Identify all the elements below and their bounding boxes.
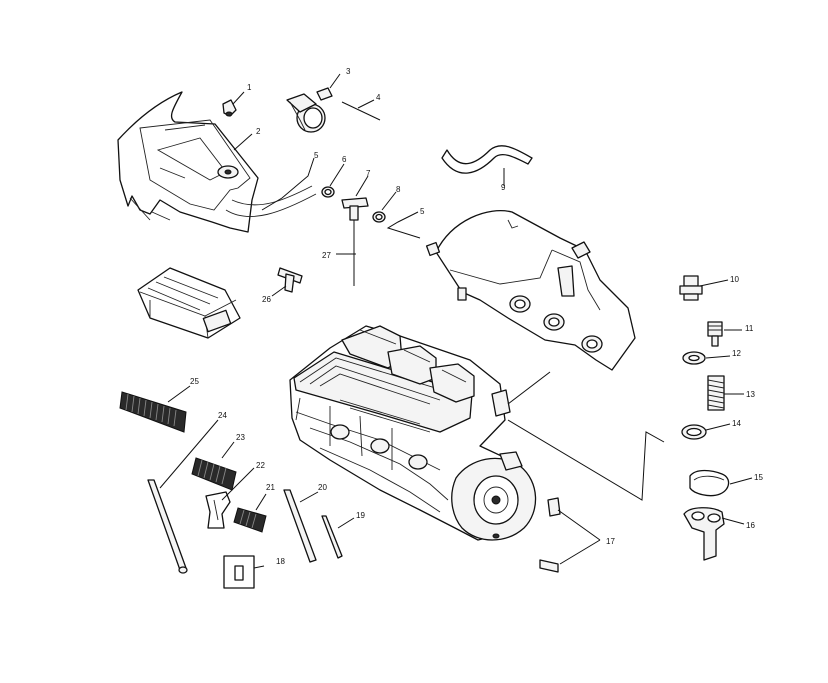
callout-8: 8 (396, 185, 401, 194)
leader-lines (159, 73, 753, 569)
part-14-o-ring (681, 424, 707, 440)
callout-9: 9 (501, 183, 506, 192)
part-15-gasket (689, 469, 730, 497)
callout-5b: 5 (420, 207, 425, 216)
electrical-box (137, 267, 241, 339)
part-24-rod (147, 479, 188, 574)
callout-24: 24 (218, 411, 227, 420)
part-1-fitting (222, 99, 237, 117)
part-22-bracket (205, 491, 231, 529)
part-26-tee-fitting (277, 267, 303, 293)
part-10-plug (679, 275, 703, 301)
callout-15: 15 (754, 473, 763, 482)
part-12-washer (682, 351, 706, 365)
part-7-tee-fitting (341, 197, 369, 221)
callout-13: 13 (746, 390, 755, 399)
part-6-clamp (321, 186, 335, 198)
part-13-spring (707, 375, 725, 411)
engine-block (289, 325, 537, 541)
callout-labels: 1 2 3 4 5 5 6 7 8 9 10 11 12 13 14 15 16… (190, 67, 763, 566)
callout-1: 1 (247, 83, 252, 92)
part-3-filter-cup (286, 93, 326, 133)
part-3-elbow-fitting (316, 87, 333, 101)
callout-4: 4 (376, 93, 381, 102)
part-17-fitting-lower (539, 559, 559, 573)
callout-21: 21 (266, 483, 275, 492)
part-21-hose (233, 507, 267, 533)
callout-14: 14 (732, 419, 741, 428)
callout-5a: 5 (314, 151, 319, 160)
callout-23: 23 (236, 433, 245, 442)
callout-11: 11 (745, 324, 754, 333)
callout-27: 27 (322, 251, 331, 260)
callout-18: 18 (276, 557, 285, 566)
part-18-label-plate (223, 555, 255, 589)
part-25-hose (119, 391, 187, 433)
callout-7: 7 (366, 169, 371, 178)
callout-22: 22 (256, 461, 265, 470)
callout-25: 25 (190, 377, 199, 386)
part-17-fitting-upper (547, 497, 561, 517)
callout-26: 26 (262, 295, 271, 304)
part-9-hose (441, 145, 533, 174)
air-box-housing (117, 91, 317, 233)
part-11-bolt (707, 321, 723, 347)
callout-2: 2 (256, 127, 261, 136)
part-20-rod (283, 489, 317, 563)
callout-19: 19 (356, 511, 365, 520)
callout-17: 17 (606, 537, 615, 546)
callout-6: 6 (342, 155, 347, 164)
part-19-rod (321, 515, 343, 559)
part-8-clamp (372, 211, 386, 223)
callout-3: 3 (346, 67, 351, 76)
callout-10: 10 (730, 275, 739, 284)
part-16-thermostat-housing (683, 507, 725, 561)
callout-12: 12 (732, 349, 741, 358)
callout-20: 20 (318, 483, 327, 492)
exhaust-manifold (425, 210, 636, 371)
part-23-hose (191, 457, 237, 491)
callout-16: 16 (746, 521, 755, 530)
